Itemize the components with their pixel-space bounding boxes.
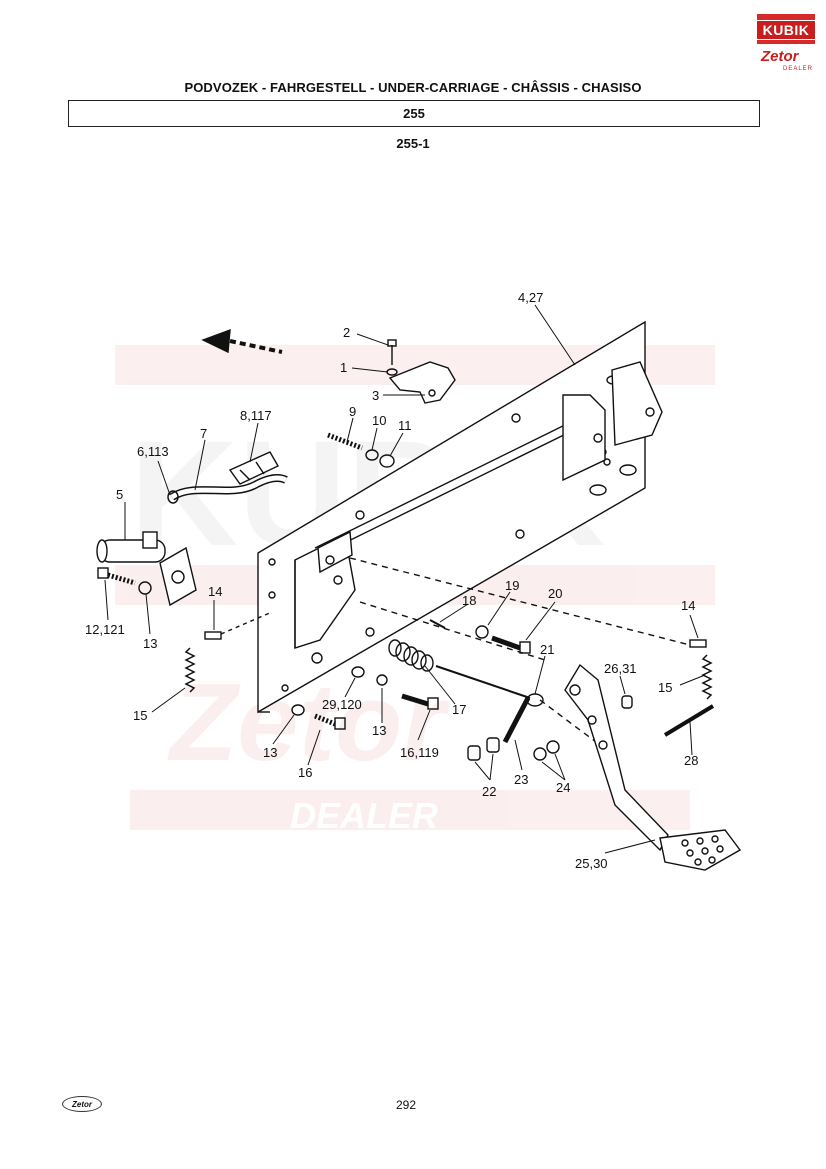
callout-18: 18	[462, 593, 476, 608]
bolt-16-119	[401, 693, 439, 710]
bushing-22	[467, 745, 481, 761]
page-number: 292	[396, 1098, 417, 1112]
bolt-12	[97, 567, 152, 595]
callout-17: 17	[452, 702, 466, 717]
callout-23: 23	[514, 772, 528, 787]
pin-23	[502, 696, 531, 744]
logo-brand: KUBIK	[757, 21, 815, 39]
spring-15-left	[184, 647, 196, 693]
callout-25-30: 25,30	[575, 856, 608, 871]
callout-13: 13	[263, 745, 277, 760]
callout-16-119: 16,119	[400, 745, 439, 760]
dealer-logo: KUBIK Zetor DEALER	[757, 14, 815, 76]
callout-1: 1	[340, 360, 347, 375]
screw-18	[429, 619, 446, 629]
nut-24	[533, 747, 547, 761]
nut-24	[546, 740, 560, 754]
bushing-26	[621, 695, 633, 709]
callout-16: 16	[298, 765, 312, 780]
callout-14: 14	[208, 584, 222, 599]
group-number-box: 255	[68, 100, 760, 127]
hose-clamp-8	[228, 451, 279, 485]
washer	[291, 704, 305, 716]
washer	[351, 666, 365, 678]
callout-14: 14	[681, 598, 695, 613]
left-bracket	[294, 530, 356, 649]
bushing-22	[486, 737, 500, 753]
callout-26-31: 26,31	[604, 661, 637, 676]
assembly-line	[539, 699, 601, 746]
callout-10: 10	[372, 413, 386, 428]
callout-2: 2	[343, 325, 350, 340]
callout-5: 5	[116, 487, 123, 502]
bellows-17	[388, 639, 434, 672]
callout-9: 9	[349, 404, 356, 419]
callout-7: 7	[200, 426, 207, 441]
chassis-plate	[257, 320, 646, 714]
callout-28: 28	[684, 753, 698, 768]
bolt-20	[491, 635, 531, 654]
callout-21: 21	[540, 642, 554, 657]
callout-15: 15	[658, 680, 672, 695]
washer	[376, 674, 388, 686]
page-title: PODVOZEK - FAHRGESTELL - UNDER-CARRIAGE …	[184, 80, 642, 95]
right-bracket	[562, 361, 663, 482]
callout-15: 15	[133, 708, 147, 723]
watermark-tag: DEALER	[290, 795, 438, 836]
pin-14-left	[204, 611, 273, 640]
callout-12-121: 12,121	[85, 622, 125, 637]
direction-arrow-icon	[201, 328, 283, 354]
logo-tag: DEALER	[783, 66, 814, 72]
pin-14-right	[689, 639, 707, 648]
callout-20: 20	[548, 586, 562, 601]
shaft-28	[663, 704, 715, 737]
callout-24: 24	[556, 780, 570, 795]
brake-pedal	[564, 663, 742, 871]
footer-logo: Zetor	[62, 1096, 102, 1112]
hose-7-inner	[170, 475, 288, 500]
spring-15-right	[701, 654, 713, 700]
assembly-line	[349, 557, 691, 646]
cross-shaft	[314, 419, 579, 557]
callout-11: 11	[398, 418, 412, 433]
logo-sub: Zetor	[761, 48, 799, 65]
logo-bar	[757, 14, 815, 20]
callout-13: 13	[143, 636, 157, 651]
clamp-bracket	[388, 361, 456, 404]
logo-bar	[757, 40, 815, 44]
leader-lines	[104, 304, 706, 854]
callout-22: 22	[482, 784, 496, 799]
callout-13: 13	[372, 723, 386, 738]
callout-29-120: 29,120	[322, 697, 362, 712]
subgroup-number: 255-1	[396, 136, 430, 151]
callout-19: 19	[505, 578, 519, 593]
callout-8-117: 8,117	[240, 408, 272, 423]
callout-labels: 2 1 3 4,27 5 6,113 7 8,117 9 10 11 12,12…	[85, 290, 698, 871]
callout-3: 3	[372, 388, 379, 403]
callout-6-113: 6,113	[137, 444, 169, 459]
washer	[311, 652, 323, 664]
master-cylinder	[96, 490, 197, 607]
nut-19	[475, 625, 489, 639]
callout-4-27: 4,27	[518, 290, 543, 305]
bolt-16	[314, 713, 346, 730]
